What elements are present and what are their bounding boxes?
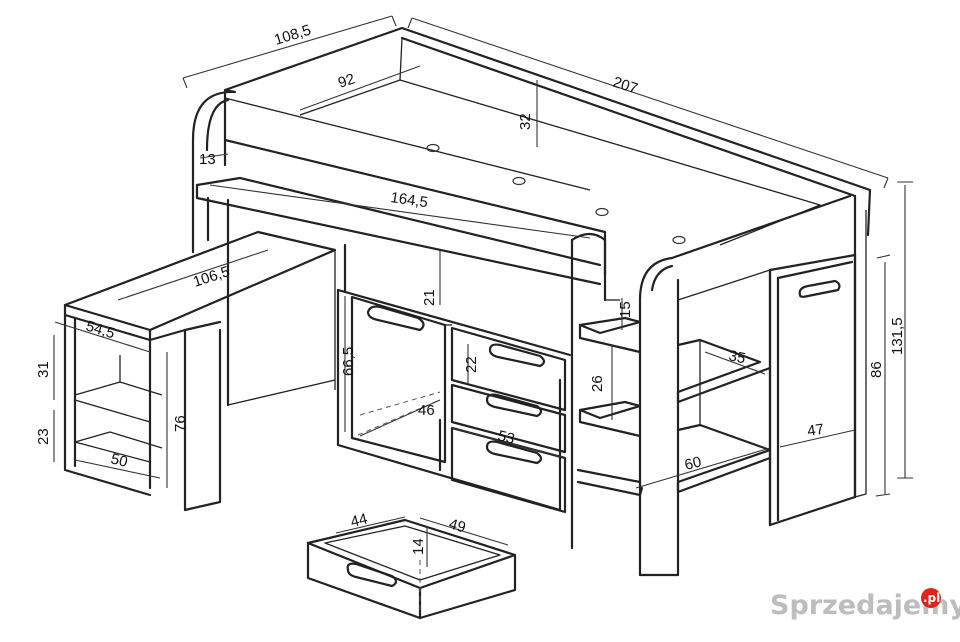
label-door-height: 66,5 bbox=[340, 347, 357, 376]
label-drawer-width: 53 bbox=[496, 427, 516, 448]
label-mattress-width: 92 bbox=[336, 70, 357, 91]
dresser-cabinet bbox=[336, 243, 572, 514]
wardrobe bbox=[768, 210, 867, 527]
label-wardrobe-height: 86 bbox=[868, 361, 885, 378]
label-total-height: 131,5 bbox=[889, 317, 906, 355]
label-step-height: 15 bbox=[617, 301, 634, 318]
label-drawer-gap: 21 bbox=[421, 289, 438, 306]
dimension-lines bbox=[53, 15, 913, 567]
bed-frame bbox=[191, 26, 872, 577]
watermark: Sprzedajemy .pl bbox=[770, 588, 960, 621]
label-shelf-depth: 35 bbox=[727, 347, 747, 367]
label-bed-depth: 108,5 bbox=[272, 22, 313, 49]
top-shelf bbox=[195, 176, 602, 407]
label-loose-drawer-height: 14 bbox=[410, 538, 427, 555]
label-loose-drawer-depth: 49 bbox=[447, 516, 468, 537]
label-shelf-gap: 26 bbox=[589, 375, 606, 392]
label-door-depth: 46 bbox=[418, 402, 435, 419]
label-rail-height: 32 bbox=[517, 113, 534, 130]
watermark-badge-text: .pl bbox=[923, 591, 940, 605]
label-desk-depth: 54,5 bbox=[84, 318, 117, 343]
label-desk-height: 76 bbox=[172, 415, 189, 432]
label-desk-shelf-upper: 31 bbox=[35, 361, 52, 378]
label-loose-drawer-width: 44 bbox=[349, 510, 369, 531]
label-desk-top-length: 164,5 bbox=[389, 189, 429, 211]
label-desk-base: 50 bbox=[109, 450, 129, 471]
label-desk-shelf-lower: 23 bbox=[35, 428, 52, 445]
watermark-badge-icon bbox=[921, 588, 941, 608]
loose-drawer bbox=[306, 518, 517, 620]
label-desk-width: 106,5 bbox=[191, 263, 232, 291]
ladder-shelves bbox=[576, 269, 772, 497]
label-drawer-height: 22 bbox=[463, 356, 480, 373]
dimension-labels: 108,5 207 92 32 13 164,5 106,5 54,5 31 2… bbox=[35, 22, 906, 555]
label-step-edge: 13 bbox=[199, 151, 216, 168]
label-bed-length: 207 bbox=[611, 74, 640, 98]
desk bbox=[63, 230, 337, 512]
label-wardrobe-depth: 47 bbox=[806, 421, 825, 440]
label-ladder-depth: 60 bbox=[683, 453, 703, 474]
